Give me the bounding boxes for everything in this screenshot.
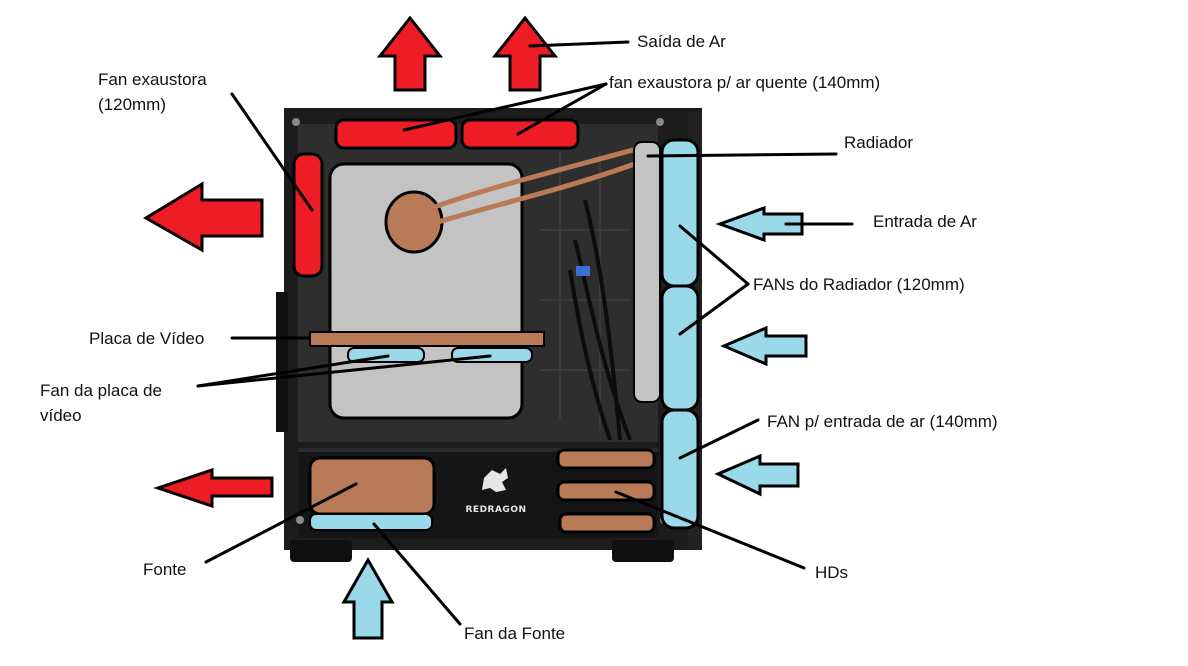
exhaust-arrow-up-1 [376,15,444,92]
top-exhaust-fan-left [334,118,458,150]
rear-exhaust-fan [292,152,324,278]
graphics-card [309,331,545,347]
radiator-fan-2 [660,284,700,412]
exhaust-arrow-left-1 [143,181,264,253]
hd-1 [556,448,656,470]
psu [308,456,436,516]
label-fan-da-fonte: Fan da Fonte [464,624,565,643]
brand-logo: REDRAGON [465,468,526,515]
label-fan-exaustora-rear-line1: Fan exaustora [98,70,207,89]
front-intake-fan [660,408,700,530]
hd-3 [558,512,656,534]
label-radiador: Radiador [844,133,913,152]
exhaust-arrow-up-2 [491,15,559,92]
label-fan-entrada: FAN p/ entrada de ar (140mm) [767,412,998,431]
hd-2 [556,480,656,502]
intake-arrow-up [341,556,395,640]
radiator-tube-top [431,145,641,211]
label-fan-exaustora-top: fan exaustora p/ ar quente (140mm) [609,73,880,92]
cpu-block [384,190,444,254]
label-hds: HDs [815,563,848,582]
leader-lines [196,40,854,626]
label-fan-exaustora-rear-line2: (120mm) [98,95,166,114]
label-fonte: Fonte [143,560,186,579]
intake-arrow-2 [720,325,808,367]
label-placa-de-video: Placa de Vídeo [89,329,204,348]
label-saida-de-ar: Saída de Ar [637,32,726,51]
radiator-tube-bottom [437,159,641,225]
label-fans-radiador: FANs do Radiador (120mm) [753,275,965,294]
psu-fan [309,513,433,531]
radiator [633,141,661,403]
intake-arrow-1 [715,205,804,243]
brand-logo-text: REDRAGON [465,505,526,515]
label-entrada-de-ar: Entrada de Ar [873,212,977,231]
label-fan-placa-line1: Fan da placa de [40,381,162,400]
label-fan-placa-line2: vídeo [40,406,82,425]
exhaust-arrow-left-2 [153,467,274,509]
radiator-fan-1 [660,138,700,288]
intake-arrow-3 [714,453,800,497]
